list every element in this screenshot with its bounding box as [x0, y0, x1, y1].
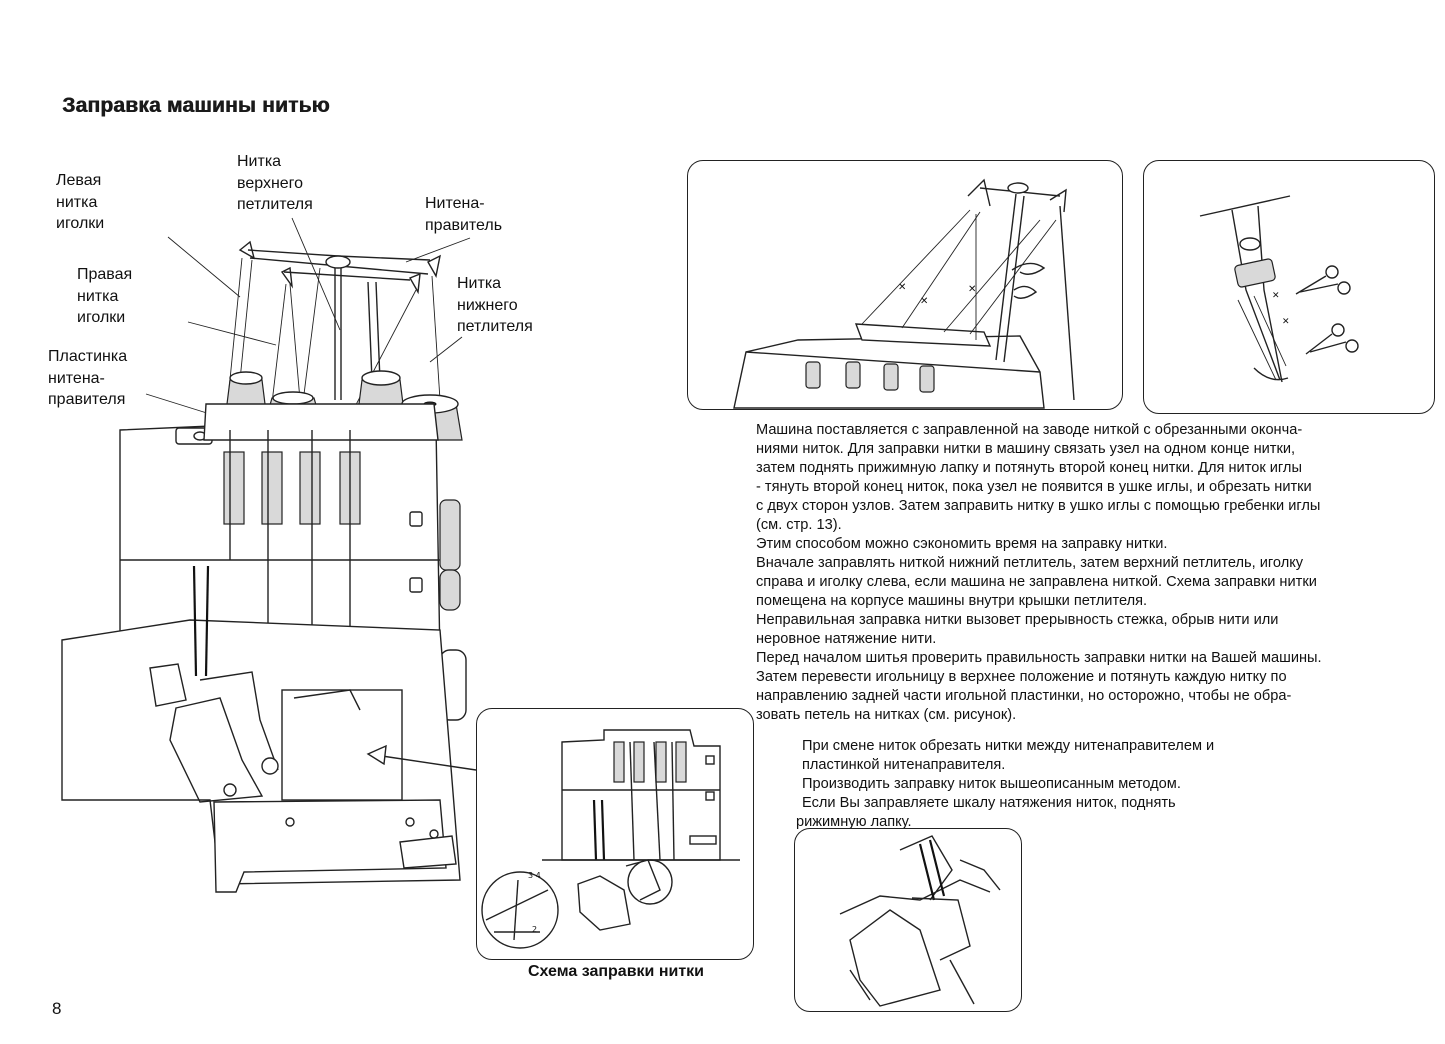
note-line: пластинкой нитенаправителя.: [802, 757, 1006, 773]
label-line: нитка: [77, 287, 119, 305]
instruction-line: Этим способом можно сэкономить время на …: [756, 536, 1168, 552]
label-thread-guide: Нитена- правитель: [425, 193, 502, 236]
label-upper-looper-thread: Нитка верхнего петлителя: [237, 151, 313, 216]
label-line: верхнего: [237, 174, 304, 192]
svg-text:✕: ✕: [1272, 291, 1280, 301]
label-line: петлителя: [237, 196, 313, 213]
page-number: 8: [52, 999, 62, 1018]
label-line: правитель: [425, 216, 503, 234]
label-right-needle-thread: Правая нитка иголки: [77, 264, 132, 329]
tension-dials-inset: [613, 741, 687, 783]
scissors-icon: [1305, 323, 1359, 355]
label-line: нитка: [56, 193, 98, 211]
instruction-line: помещена на корпусе машины внутри крышки…: [756, 593, 1148, 609]
instruction-line: затем поднять прижимную лапку и потянуть…: [756, 460, 1302, 476]
instruction-line: Машина поставляется с заправленной на за…: [756, 422, 1303, 438]
svg-text:✕: ✕: [920, 296, 928, 307]
svg-text:2: 2: [532, 925, 537, 934]
label-lower-looper-thread: Нитка нижнего петлителя: [457, 273, 533, 338]
svg-text:✕: ✕: [1282, 317, 1290, 327]
instruction-line: - тянуть второй конец ниток, пока узел н…: [756, 479, 1312, 495]
scissors-icon: [1295, 265, 1351, 295]
instruction-line: справа и иголку слева, если машина не за…: [756, 574, 1317, 590]
page-title: Заправка машины нитью: [62, 94, 330, 117]
label-line: Нитка: [457, 275, 502, 292]
note-line: Если Вы заправляете шкалу натяжения нито…: [802, 795, 1176, 811]
svg-text:✕: ✕: [968, 284, 976, 295]
svg-text:3 4: 3 4: [528, 871, 541, 880]
notes-text: При смене ниток обрезать нитки между нит…: [796, 737, 1215, 832]
instruction-line: Вначале заправлять ниткой нижний петлите…: [756, 555, 1304, 571]
tension-dials-top: [805, 361, 935, 393]
label-line: иголки: [56, 215, 105, 232]
diagram-caption: Схема заправки нитки: [528, 963, 704, 980]
instruction-line: Перед началом шитья проверить правильнос…: [756, 650, 1322, 666]
instruction-line: неровное натяжение нити.: [756, 631, 937, 647]
label-line: Нитка: [237, 153, 282, 170]
instruction-line: Неправильная заправка нитки вызовет прер…: [756, 612, 1279, 628]
label-left-needle-thread: Левая нитка иголки: [56, 170, 104, 235]
label-line: Левая: [56, 172, 102, 189]
note-line: рижимную лапку.: [796, 814, 912, 830]
label-line: нитена-: [48, 369, 105, 387]
label-line: иголки: [77, 309, 126, 326]
svg-text:✕: ✕: [898, 282, 906, 293]
label-line: Нитена-: [425, 195, 485, 212]
note-line: При смене ниток обрезать нитки между нит…: [802, 738, 1215, 754]
label-line: петлителя: [457, 318, 533, 335]
label-line: нижнего: [457, 296, 518, 314]
needle-cut-panel: [1143, 160, 1435, 414]
instruction-line: ниями ниток. Для заправки нитки в машину…: [756, 441, 1296, 457]
instruction-line: с двух сторон узлов. Затем заправить нит…: [756, 498, 1321, 514]
instruction-line: зовать петель на нитках (см. рисунок).: [756, 707, 1017, 723]
instruction-line: (см. стр. 13).: [756, 517, 842, 533]
label-line: Правая: [77, 266, 133, 283]
label-line: правителя: [48, 391, 126, 408]
instructions-text: Машина поставляется с заправленной на за…: [756, 421, 1322, 725]
note-line: Производить заправку ниток вышеописанным…: [802, 776, 1181, 792]
instruction-line: направлению задней части игольной пласти…: [756, 688, 1292, 704]
label-guide-plate: Пластинка нитена- правителя: [48, 346, 127, 411]
label-line: Пластинка: [48, 348, 128, 365]
instruction-line: Затем перевести игольницу в верхнее поло…: [756, 669, 1287, 685]
